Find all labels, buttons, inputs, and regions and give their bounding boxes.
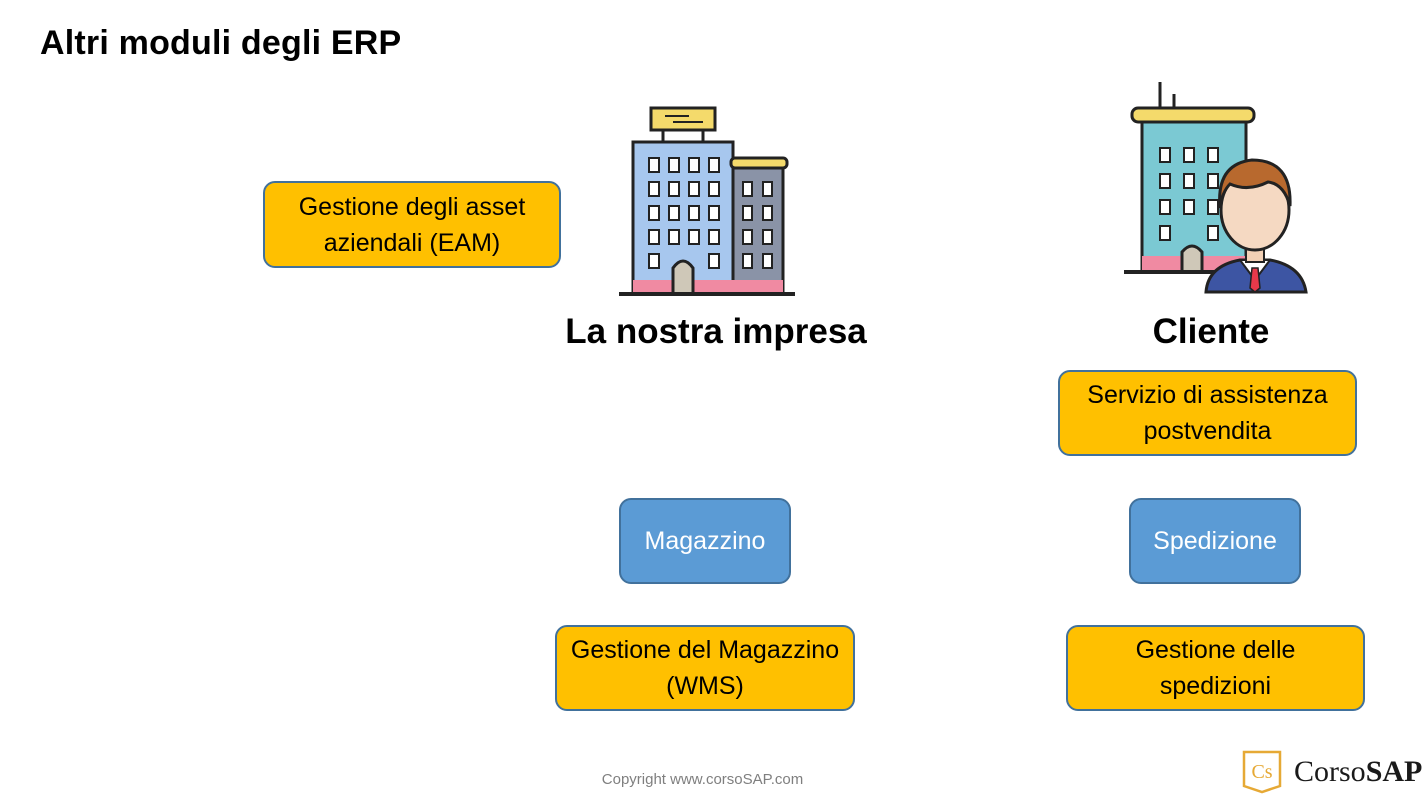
wms-module-label: Gestione del Magazzino (WMS): [570, 636, 840, 700]
corsosap-logo[interactable]: Cs CorsoSAP: [1242, 750, 1422, 794]
shipping-label: Spedizione: [1153, 527, 1277, 555]
shipping-box[interactable]: Spedizione: [1129, 498, 1301, 584]
slide-title: Altri moduli degli ERP: [40, 24, 402, 62]
aftersales-service-box[interactable]: Servizio di assistenza postvendita: [1058, 370, 1357, 456]
cs-logo-icon: Cs: [1242, 750, 1282, 794]
client-heading: Cliente: [1152, 312, 1270, 351]
copyright-text: Copyright www.corsoSAP.com: [601, 771, 804, 788]
eam-module-box[interactable]: Gestione degli asset aziendali (EAM): [263, 181, 561, 268]
warehouse-label: Magazzino: [644, 527, 766, 555]
logo-mark: Cs: [1251, 761, 1272, 783]
eam-module-label: Gestione degli asset aziendali (EAM): [298, 192, 526, 257]
logo-text-regular: Corso: [1294, 755, 1366, 788]
logo-text-bold: SAP: [1365, 755, 1423, 788]
office-building-icon: [615, 104, 800, 300]
shipping-management-label: Gestione delle spedizioni: [1135, 636, 1296, 700]
warehouse-box[interactable]: Magazzino: [619, 498, 791, 584]
shipping-management-box[interactable]: Gestione delle spedizioni: [1066, 625, 1365, 711]
wms-module-box[interactable]: Gestione del Magazzino (WMS): [555, 625, 855, 711]
aftersales-service-label: Servizio di assistenza postvendita: [1087, 381, 1328, 445]
company-heading: La nostra impresa: [565, 312, 867, 351]
logo-text: CorsoSAP: [1294, 755, 1422, 789]
customer-building-icon: [1120, 80, 1310, 300]
